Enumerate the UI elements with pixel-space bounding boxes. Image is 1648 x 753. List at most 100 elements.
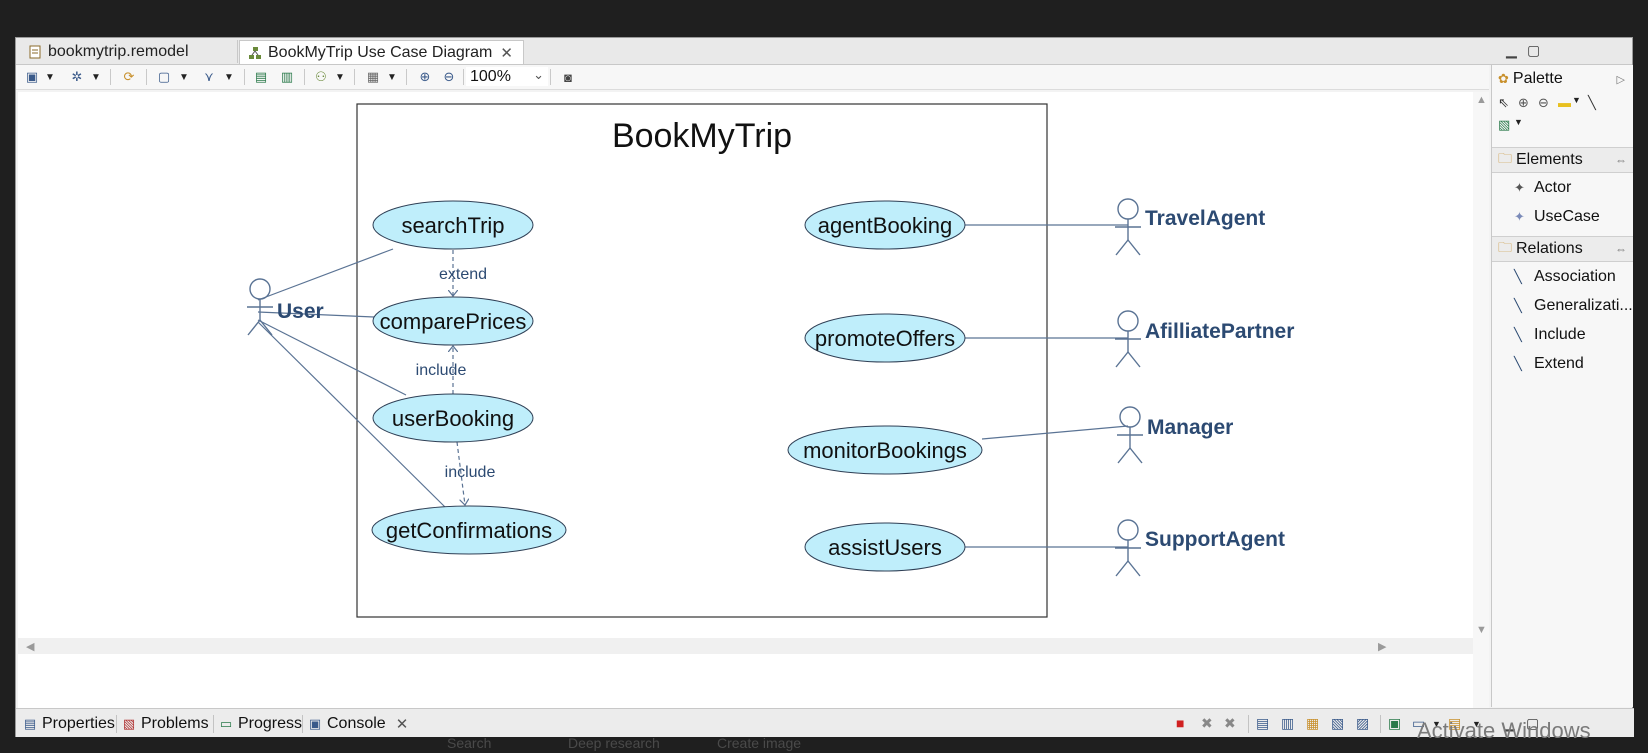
chevron-down-icon[interactable]: ▼ (179, 71, 189, 83)
chevron-down-icon[interactable]: ▼ (1514, 117, 1523, 127)
usecase-searchTrip[interactable] (372, 200, 534, 250)
pin-icon[interactable]: ⇔ (1615, 153, 1627, 167)
tab-console-label: Console (327, 715, 386, 732)
zoom-out-icon[interactable]: ⊖ (443, 69, 455, 84)
association-line[interactable] (257, 248, 394, 301)
usecase-promoteOffers[interactable] (804, 313, 966, 363)
line-icon: ╲ (1514, 327, 1522, 342)
tab-diagram[interactable]: BookMyTrip Use Case Diagram ✕ (239, 40, 524, 64)
select-tool-icon[interactable]: ⇖ (1498, 95, 1509, 110)
actor-manager[interactable] (1117, 406, 1143, 464)
palette-item-extend[interactable]: ╲ Extend (1514, 352, 1584, 376)
clipboard-icon[interactable]: ▦ (366, 69, 380, 84)
palette-item-label: Actor (1534, 179, 1572, 196)
palette-item-include[interactable]: ╲ Include (1514, 323, 1586, 347)
usecase-assistUsers[interactable] (804, 522, 966, 572)
maximize-icon[interactable]: ▢ (1527, 42, 1541, 58)
camera-icon[interactable]: ◙ (564, 69, 572, 85)
select-all-icon[interactable]: ▣ (25, 69, 39, 84)
pin-console-icon[interactable]: ▣ (1388, 715, 1402, 731)
scroll-left-icon[interactable]: ◀ (26, 641, 35, 653)
palette-item-actor[interactable]: ✦ Actor (1514, 176, 1571, 200)
display-console-icon[interactable]: ▭ (1412, 715, 1426, 731)
relations-drawer[interactable]: 🗀 Relations ⇔ (1492, 236, 1633, 262)
tab-problems[interactable]: ▧ Problems (121, 713, 209, 735)
close-icon[interactable]: ✕ (500, 44, 513, 62)
association-line[interactable] (257, 311, 375, 318)
zoom-select[interactable]: 100% ⌄ (466, 67, 548, 86)
remove-launch-icon[interactable]: ✖ (1201, 715, 1213, 731)
scroll-down-icon[interactable]: ▼ (1476, 624, 1487, 636)
zoom-in-icon[interactable]: ⊕ (419, 69, 431, 84)
tab-remodel-file[interactable]: bookmytrip.remodel (20, 40, 238, 63)
connection-tool-icon[interactable]: ╲ (1588, 95, 1596, 110)
association-line[interactable] (981, 425, 1129, 440)
actor-travelagent[interactable] (1115, 198, 1141, 256)
tab-properties-label: Properties (42, 715, 115, 732)
usecase-userBooking[interactable] (372, 393, 534, 443)
chevron-down-icon[interactable]: ▼ (224, 71, 234, 83)
chevron-down-icon[interactable]: ▼ (1572, 95, 1581, 105)
collapse-icon[interactable]: ▷ (1616, 73, 1625, 86)
horizontal-scrollbar[interactable]: ◀ ▶ (18, 638, 1473, 654)
tab-progress[interactable]: ▭ Progress (218, 713, 302, 735)
maximize-icon[interactable]: ▢ (1526, 715, 1540, 731)
actor-user[interactable] (247, 278, 273, 336)
vertical-scrollbar[interactable]: ▲ ▼ (1473, 92, 1489, 712)
actor-affiliatepartner[interactable] (1115, 310, 1141, 368)
layout-icon[interactable]: ⚇ (315, 69, 327, 84)
chevron-down-icon[interactable]: ▼ (91, 71, 101, 83)
pin-icon[interactable]: ⇔ (1615, 242, 1627, 256)
include-line[interactable] (456, 441, 465, 505)
palette-item-generalization[interactable]: ╲ Generalizati... (1514, 294, 1633, 318)
note-icon[interactable]: ▬ (1558, 95, 1571, 110)
association-line[interactable] (257, 319, 407, 396)
close-icon[interactable]: ✕ (395, 716, 409, 733)
filter-icon[interactable]: ⋎ (204, 69, 214, 84)
palette-header[interactable]: ✿ Palette ▷ (1492, 65, 1633, 93)
association-line[interactable] (257, 321, 446, 508)
chevron-down-icon[interactable]: ▼ (45, 71, 55, 83)
remove-all-icon[interactable]: ✖ (1224, 715, 1236, 731)
marquee-tool-icon[interactable]: ▧ (1498, 117, 1511, 132)
folder-icon: 🗀 (1498, 239, 1512, 255)
actor-supportagent[interactable] (1115, 519, 1141, 577)
chevron-down-icon[interactable]: ▼ (387, 71, 397, 83)
tab-properties[interactable]: ▤ Properties (22, 713, 115, 735)
layers-icon[interactable]: ▢ (157, 69, 171, 84)
palette-item-usecase[interactable]: ✦ UseCase (1514, 205, 1600, 229)
usecase-getConfirmations[interactable] (371, 505, 567, 555)
ghost-search: Search (447, 735, 492, 751)
zoom-out-icon[interactable]: ⊖ (1538, 95, 1549, 110)
usecase-comparePrices[interactable] (372, 296, 534, 346)
scroll-right-icon[interactable]: ▶ (1378, 641, 1387, 653)
palette-item-association[interactable]: ╲ Association (1514, 265, 1616, 289)
usecase-label: agentBooking (818, 213, 953, 238)
clear-console-icon[interactable]: ▤ (1256, 715, 1270, 731)
minimize-icon[interactable]: ▁ (1504, 715, 1515, 731)
usecase-monitorBookings[interactable] (787, 425, 983, 475)
word-wrap-icon[interactable]: ▦ (1306, 715, 1320, 731)
tab-console[interactable]: ▣ Console ✕ (307, 713, 408, 735)
actor-label: AfilliatePartner (1145, 320, 1294, 343)
open-console-icon[interactable]: ▤ (1448, 715, 1462, 731)
chevron-down-icon[interactable]: ▼ (1472, 719, 1481, 729)
show-stderr-icon[interactable]: ▨ (1356, 715, 1370, 731)
diagram-canvas[interactable]: BookMyTrip extend include include (18, 92, 1473, 712)
usecase-agentBooking[interactable] (804, 200, 966, 250)
minimize-icon[interactable]: ▁ (1506, 42, 1517, 58)
zoom-in-icon[interactable]: ⊕ (1518, 95, 1529, 110)
toolbar-separator (110, 69, 111, 85)
export-icon[interactable]: ▤ (254, 69, 268, 84)
chevron-down-icon[interactable]: ▼ (1432, 719, 1441, 729)
chevron-down-icon[interactable]: ▼ (335, 71, 345, 83)
elements-drawer[interactable]: 🗀 Elements ⇔ (1492, 147, 1633, 173)
refresh-icon[interactable]: ⟳ (123, 69, 135, 84)
terminate-icon[interactable]: ■ (1176, 715, 1185, 731)
validate-icon[interactable]: ▥ (280, 69, 294, 84)
usecase-label: assistUsers (828, 535, 942, 560)
scroll-up-icon[interactable]: ▲ (1476, 94, 1487, 106)
show-stdout-icon[interactable]: ▧ (1331, 715, 1345, 731)
arrange-icon[interactable]: ✲ (71, 69, 83, 84)
scroll-lock-icon[interactable]: ▥ (1281, 715, 1295, 731)
